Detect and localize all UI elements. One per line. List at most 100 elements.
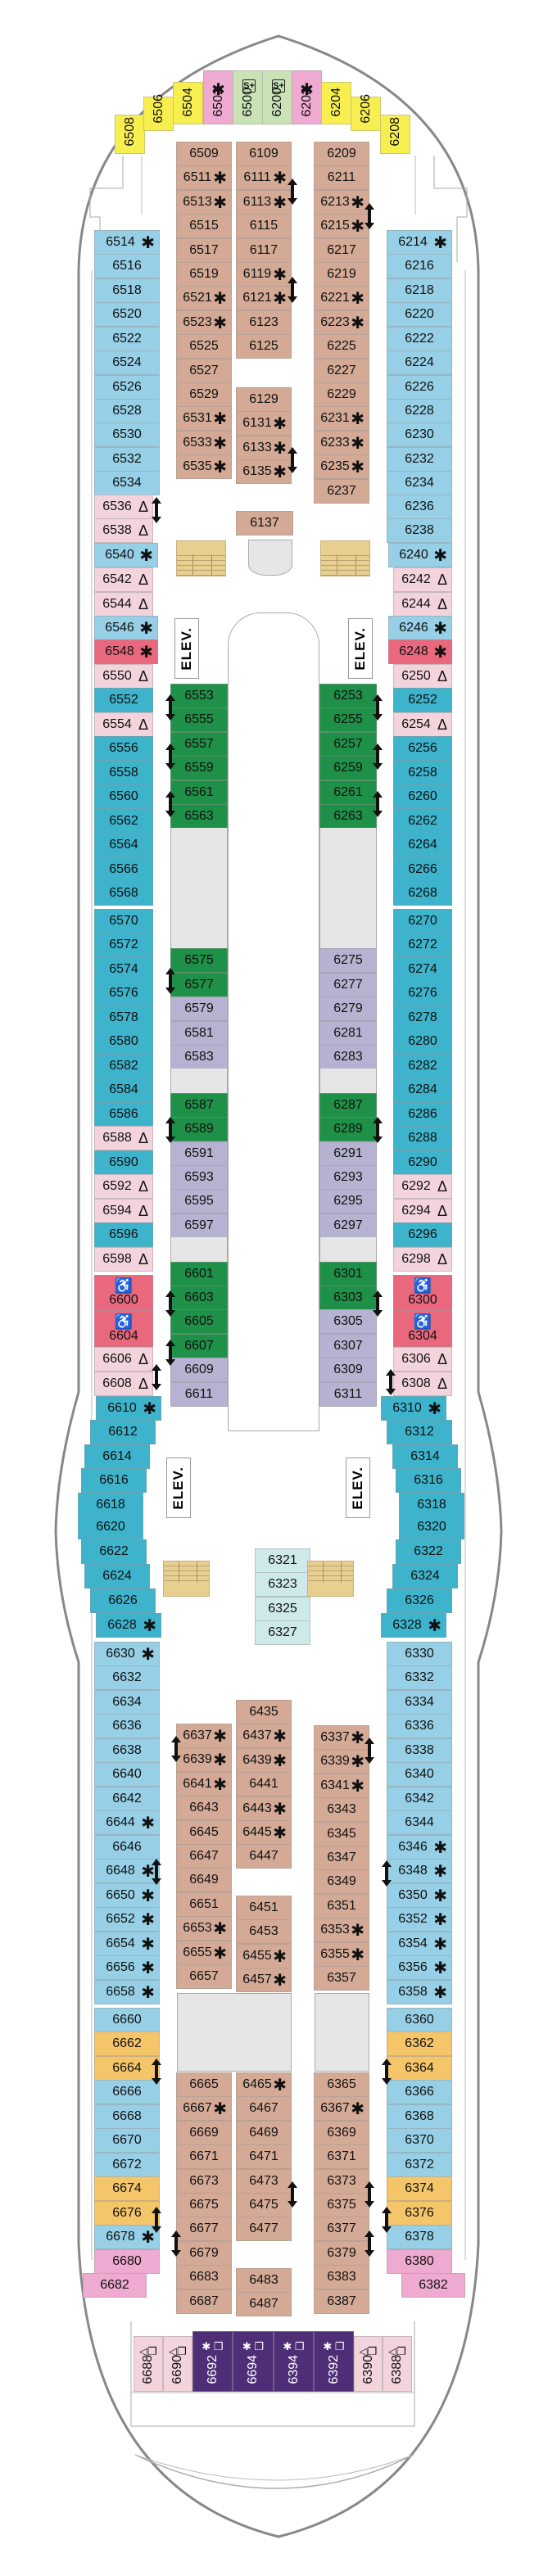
- port-cabin[interactable]: 6516: [94, 254, 160, 278]
- port-cabin[interactable]: 6582: [94, 1054, 153, 1078]
- port-cabin[interactable]: 6612: [90, 1420, 156, 1444]
- interior-cabin[interactable]: 6383: [314, 2265, 369, 2290]
- inner-cabin[interactable]: 6291: [319, 1141, 377, 1166]
- forward-cabin[interactable]: 6506: [143, 94, 174, 131]
- interior-cabin[interactable]: 6437✱: [236, 1724, 292, 1749]
- starboard-cabin[interactable]: 6290: [393, 1150, 452, 1175]
- starboard-cabin[interactable]: 6296: [393, 1222, 452, 1247]
- interior-cabin[interactable]: 6655✱: [176, 1940, 232, 1965]
- interior-cabin[interactable]: 6673: [176, 2168, 232, 2194]
- port-cabin[interactable]: 6520: [94, 302, 160, 327]
- interior-cabin[interactable]: 6669: [176, 2120, 232, 2145]
- interior-cabin[interactable]: 6209: [314, 142, 369, 166]
- starboard-cabin[interactable]: 6232: [387, 447, 452, 472]
- interior-cabin[interactable]: 6453: [236, 1919, 292, 1945]
- starboard-cabin[interactable]: 6360: [387, 2008, 452, 2032]
- inner-cabin[interactable]: 6263: [319, 804, 377, 829]
- starboard-cabin[interactable]: 6284: [393, 1078, 452, 1102]
- port-cabin[interactable]: 6638: [94, 1738, 160, 1763]
- port-cabin[interactable]: 6648✱: [94, 1859, 160, 1883]
- starboard-cabin[interactable]: 6260: [393, 784, 452, 809]
- aft-cabin[interactable]: 6394✱ ❐: [274, 2331, 314, 2392]
- inner-cabin[interactable]: 6583: [170, 1045, 228, 1069]
- interior-cabin[interactable]: 6129: [236, 387, 292, 412]
- aft-cabin[interactable]: 6390◁❐: [354, 2336, 383, 2392]
- inner-cabin[interactable]: 6295: [319, 1189, 377, 1214]
- starboard-cabin[interactable]: 6328✱: [381, 1613, 446, 1638]
- interior-cabin[interactable]: 6219: [314, 262, 369, 287]
- interior-cabin[interactable]: 6225: [314, 334, 369, 359]
- aft-cabin[interactable]: 6388◁❐: [383, 2336, 412, 2392]
- inner-cabin[interactable]: 6261: [319, 780, 377, 805]
- inner-cabin[interactable]: 6603: [170, 1286, 228, 1310]
- starboard-cabin[interactable]: 6380: [387, 2249, 452, 2274]
- interior-cabin[interactable]: 6341✱: [314, 1773, 369, 1798]
- port-cabin[interactable]: 6644✱: [94, 1810, 160, 1835]
- interior-cabin[interactable]: 6527: [176, 358, 232, 383]
- starboard-cabin[interactable]: 6376: [387, 2201, 452, 2226]
- inner-cabin[interactable]: 6309: [319, 1358, 377, 1383]
- inner-cabin[interactable]: 6577: [170, 972, 228, 997]
- interior-cabin[interactable]: 6355✱: [314, 1941, 369, 1967]
- port-cabin[interactable]: 6616: [81, 1468, 147, 1493]
- starboard-cabin[interactable]: 6228: [387, 399, 452, 423]
- port-cabin[interactable]: 6680: [94, 2249, 160, 2274]
- starboard-cabin[interactable]: 6334: [387, 1690, 452, 1715]
- interior-cabin[interactable]: 6653✱: [176, 1916, 232, 1941]
- port-cabin[interactable]: 6654✱: [94, 1932, 160, 1956]
- starboard-cabin[interactable]: 6240✱: [388, 543, 452, 567]
- interior-cabin[interactable]: 6375: [314, 2193, 369, 2217]
- interior-cabin[interactable]: 6531✱: [176, 406, 232, 432]
- starboard-cabin[interactable]: 6336: [387, 1714, 452, 1738]
- interior-cabin[interactable]: 6473: [236, 2168, 292, 2194]
- interior-cabin[interactable]: 6675: [176, 2193, 232, 2217]
- starboard-cabin[interactable]: 6246✱: [388, 616, 452, 640]
- interior-cabin[interactable]: 6371: [314, 2144, 369, 2170]
- port-cabin[interactable]: 6620: [78, 1515, 143, 1539]
- port-cabin[interactable]: 6530: [94, 423, 160, 447]
- interior-cabin[interactable]: 6137: [236, 511, 293, 536]
- interior-cabin[interactable]: 6439✱: [236, 1747, 292, 1773]
- interior-cabin[interactable]: 6455✱: [236, 1943, 292, 1968]
- inner-cabin[interactable]: 6557: [170, 731, 228, 757]
- interior-cabin[interactable]: 6671: [176, 2144, 232, 2170]
- interior-cabin[interactable]: 6487: [236, 2292, 292, 2317]
- starboard-cabin[interactable]: 6256: [393, 736, 452, 761]
- starboard-cabin[interactable]: 6370: [387, 2128, 452, 2153]
- inner-cabin[interactable]: 6287: [319, 1092, 377, 1118]
- inner-cabin[interactable]: 6259: [319, 756, 377, 781]
- interior-cabin[interactable]: 6221✱: [314, 286, 369, 311]
- interior-cabin[interactable]: 6345: [314, 1821, 369, 1846]
- port-cabin[interactable]: 6526: [94, 375, 160, 400]
- starboard-cabin[interactable]: 6348✱: [387, 1859, 452, 1883]
- port-cabin[interactable]: 6590: [94, 1150, 153, 1175]
- starboard-cabin[interactable]: 6266: [393, 857, 452, 882]
- inner-cabin[interactable]: 6257: [319, 731, 377, 757]
- port-cabin[interactable]: 6572: [94, 933, 153, 957]
- inner-cabin[interactable]: 6595: [170, 1189, 228, 1214]
- port-cabin[interactable]: 6584: [94, 1078, 153, 1102]
- starboard-cabin[interactable]: ♿6304: [393, 1311, 452, 1347]
- inner-cabin[interactable]: 6559: [170, 756, 228, 781]
- starboard-cabin[interactable]: 6282: [393, 1054, 452, 1078]
- starboard-cabin[interactable]: 6326: [387, 1589, 452, 1613]
- interior-cabin[interactable]: 6215✱: [314, 214, 369, 239]
- forward-cabin[interactable]: 6202✱: [292, 70, 322, 124]
- starboard-cabin[interactable]: 6356✱: [387, 1955, 452, 1980]
- port-cabin[interactable]: ♿6600: [94, 1275, 153, 1311]
- port-cabin[interactable]: 6540✱: [94, 543, 158, 567]
- inner-cabin[interactable]: 6575: [170, 948, 228, 974]
- starboard-cabin[interactable]: 6288: [393, 1126, 452, 1150]
- aft-cabin[interactable]: 6692✱ ❐: [192, 2331, 233, 2392]
- starboard-cabin[interactable]: 6280: [393, 1029, 452, 1054]
- port-cabin[interactable]: 6626: [90, 1589, 156, 1613]
